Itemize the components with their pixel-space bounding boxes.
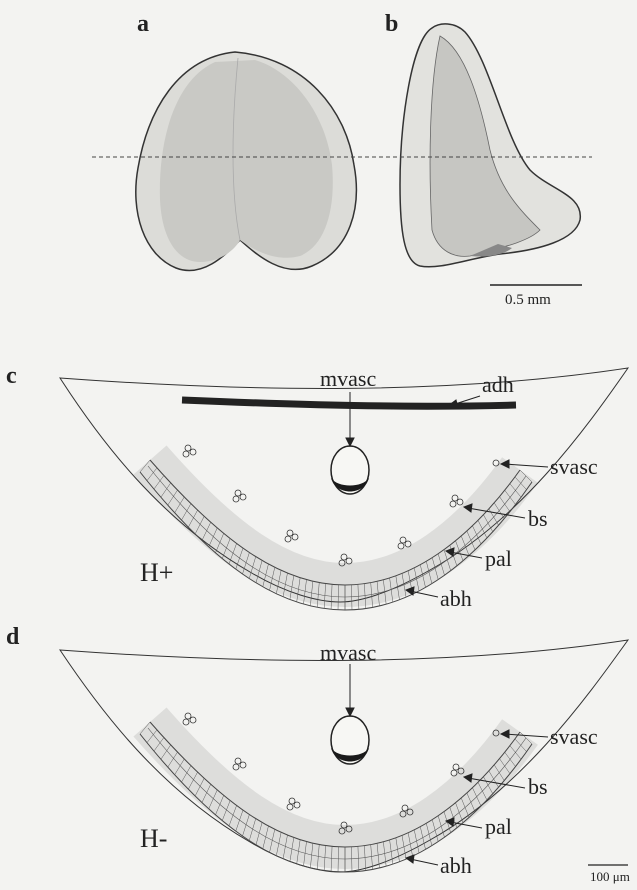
panel-label-b: b — [385, 12, 398, 36]
label-d-abh: abh — [440, 855, 472, 877]
label-c-mvasc: mvasc — [320, 368, 376, 390]
label-d-bs: bs — [528, 776, 548, 798]
panel-label-c: c — [6, 364, 17, 388]
leaf-side-view — [400, 24, 580, 267]
label-c-adh: adh — [482, 374, 514, 396]
label-d-svasc: svasc — [550, 726, 598, 748]
panel-label-a: a — [137, 12, 149, 36]
label-c-condition: H+ — [140, 560, 173, 586]
label-c-abh: abh — [440, 588, 472, 610]
label-d-condition: H- — [140, 826, 167, 852]
label-c-bs: bs — [528, 508, 548, 530]
label-d-pal: pal — [485, 816, 512, 838]
panel-label-d: d — [6, 625, 19, 649]
label-d-mvasc: mvasc — [320, 642, 376, 664]
leaf-front-view — [136, 52, 357, 271]
label-c-pal: pal — [485, 548, 512, 570]
scale-label-bottom: 100 μm — [590, 870, 630, 883]
scale-label-top: 0.5 mm — [505, 293, 551, 308]
label-c-svasc: svasc — [550, 456, 598, 478]
